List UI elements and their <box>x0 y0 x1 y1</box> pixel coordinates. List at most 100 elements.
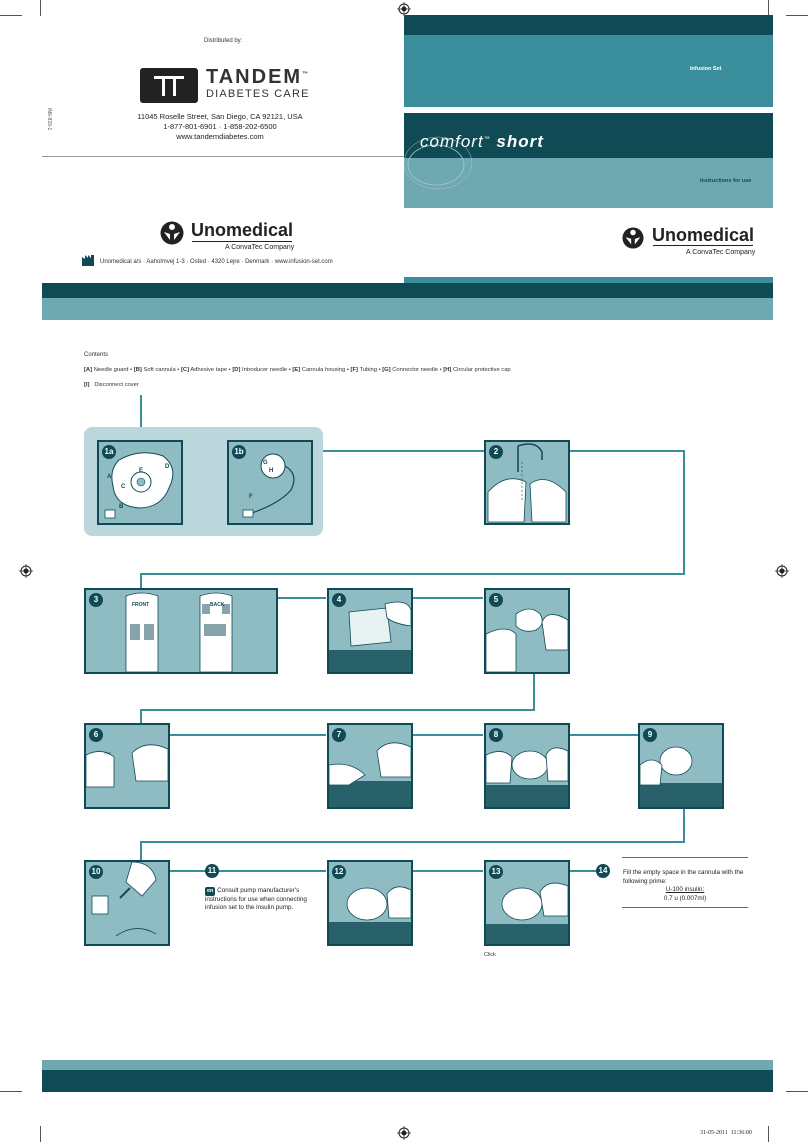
document-code: IN6-833-1 <box>46 108 52 131</box>
registration-mark-icon <box>397 1126 411 1140</box>
infusion-set-parts-icon <box>104 452 174 519</box>
divider <box>622 857 748 858</box>
cover-unomedical-wordmark: Unomedical <box>652 225 755 245</box>
unomedical-wordmark: Unomedical <box>191 220 294 240</box>
hand-washing-icon <box>487 443 567 523</box>
crop-mark <box>786 1091 808 1092</box>
band <box>42 298 773 320</box>
click-connector-icon <box>486 882 568 944</box>
step-5-panel: 5 <box>484 588 570 674</box>
band <box>42 1070 773 1092</box>
registration-mark-icon <box>775 564 789 578</box>
step-number: 3 <box>89 593 103 607</box>
step-number: 4 <box>332 593 346 607</box>
step-3-panel: 3 FRONT BACK <box>84 588 278 674</box>
print-timestamp: 31-05-2011 11:36:00 <box>700 1130 752 1136</box>
step-7-panel: 7 <box>327 723 413 809</box>
step-13-panel: 13 <box>484 860 570 946</box>
divider <box>42 156 404 157</box>
skin-cleaning-icon <box>329 601 411 672</box>
connect-tubing-icon <box>91 862 157 937</box>
product-band <box>404 113 773 158</box>
tubing-connector-icon <box>242 453 295 518</box>
divider <box>192 241 292 242</box>
remove-cap-icon <box>486 608 568 672</box>
insulin-type: U-100 insulin: <box>665 886 705 893</box>
connector-line <box>533 672 535 710</box>
front-label: FRONT <box>132 602 150 608</box>
connector-line <box>567 734 638 736</box>
insulin-amount: 0.7 u (0.007ml) <box>663 895 707 902</box>
connector-line <box>167 870 326 872</box>
band <box>42 283 773 298</box>
address-line: 11045 Roselle Street, San Diego, CA 9212… <box>137 112 303 121</box>
step-number: 7 <box>332 728 346 742</box>
step-12-panel: 12 <box>327 860 413 946</box>
crop-mark <box>0 1091 22 1092</box>
connector-line <box>567 870 597 872</box>
attach-connector-icon <box>329 886 411 944</box>
connector-line <box>411 734 483 736</box>
connector-line <box>411 870 483 872</box>
connector-line <box>683 450 685 574</box>
step-number: 8 <box>489 728 503 742</box>
step-6-panel: 6 ‹‹‹ <box>84 723 170 809</box>
part-label: B <box>119 504 124 510</box>
remove-needle-guard-icon: ‹‹‹ <box>86 744 168 788</box>
step-number: 9 <box>643 728 657 742</box>
part-label: G <box>263 460 268 466</box>
product-name: comfort™ short <box>420 132 544 151</box>
crop-mark <box>768 1126 769 1142</box>
divider <box>622 907 748 908</box>
step-2-panel: 2 <box>484 440 570 525</box>
infusion-set-label: Infusion Set <box>690 66 722 72</box>
part-label: A <box>107 474 112 480</box>
connector-line <box>140 709 535 711</box>
crop-mark <box>40 1126 41 1142</box>
step-number: 14 <box>596 864 610 878</box>
step-4-panel: 4 <box>327 588 413 674</box>
connector-line <box>140 841 142 860</box>
instructions-band <box>404 158 773 208</box>
language-badge: en <box>205 887 216 896</box>
step-11-text: Consult pump manufacturer's instructions… <box>205 887 307 912</box>
connector-line <box>275 597 326 599</box>
swoosh-graphic-icon <box>404 136 473 190</box>
step-number: 1a <box>102 445 116 459</box>
part-label: F <box>249 494 253 500</box>
tandem-logo-icon <box>140 68 198 103</box>
contents-list: [A] Needle guard • [B] Soft cannula • [C… <box>84 367 511 373</box>
connector-line <box>140 395 142 428</box>
click-label: Click <box>484 952 496 958</box>
press-adhesive-icon <box>486 747 568 807</box>
manufacturer-icon <box>82 255 94 266</box>
crop-mark <box>768 0 769 16</box>
unomedical-logo-icon <box>160 221 184 245</box>
tandem-subtitle: DIABETES CARE <box>206 88 310 100</box>
contents-title: Contents <box>84 352 109 358</box>
svg-text:‹‹‹: ‹‹‹ <box>104 750 111 757</box>
registration-mark-icon <box>397 2 411 16</box>
cover-convatec-label: A ConvaTec Company <box>686 249 756 256</box>
remove-introducer-icon <box>640 746 722 807</box>
distributed-by-label: Distributed by: <box>204 38 243 44</box>
step-number: 2 <box>489 445 503 459</box>
step-number: 6 <box>89 728 103 742</box>
crop-mark <box>40 0 41 16</box>
step-number: 5 <box>489 593 503 607</box>
tandem-name: TANDEM™ <box>206 66 311 88</box>
step-8-panel: 8 <box>484 723 570 809</box>
unomedical-logo-icon <box>622 227 644 249</box>
connector-line <box>140 573 685 575</box>
band <box>404 277 773 283</box>
step-number: 12 <box>332 865 346 879</box>
crop-mark <box>0 15 22 16</box>
connector-line <box>140 841 685 843</box>
part-label: D <box>165 464 170 470</box>
connector-line <box>567 450 684 452</box>
step-number: 1b <box>232 445 246 459</box>
connector-line <box>167 734 326 736</box>
part-label: C <box>121 484 126 490</box>
connector-line <box>411 597 483 599</box>
step-number: 11 <box>205 864 219 878</box>
